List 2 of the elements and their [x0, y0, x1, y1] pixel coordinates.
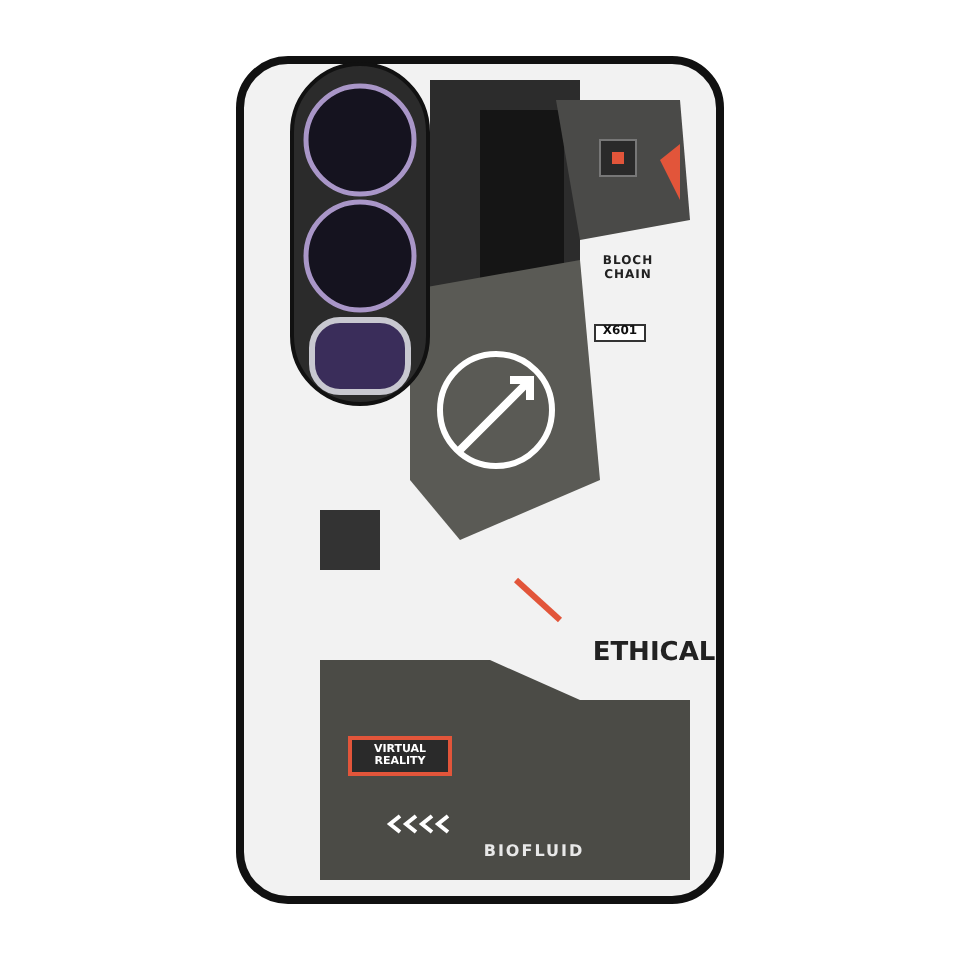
panel-text: BIOFLUID — [481, 844, 587, 862]
panel-text: ETHICAL — [590, 640, 718, 669]
